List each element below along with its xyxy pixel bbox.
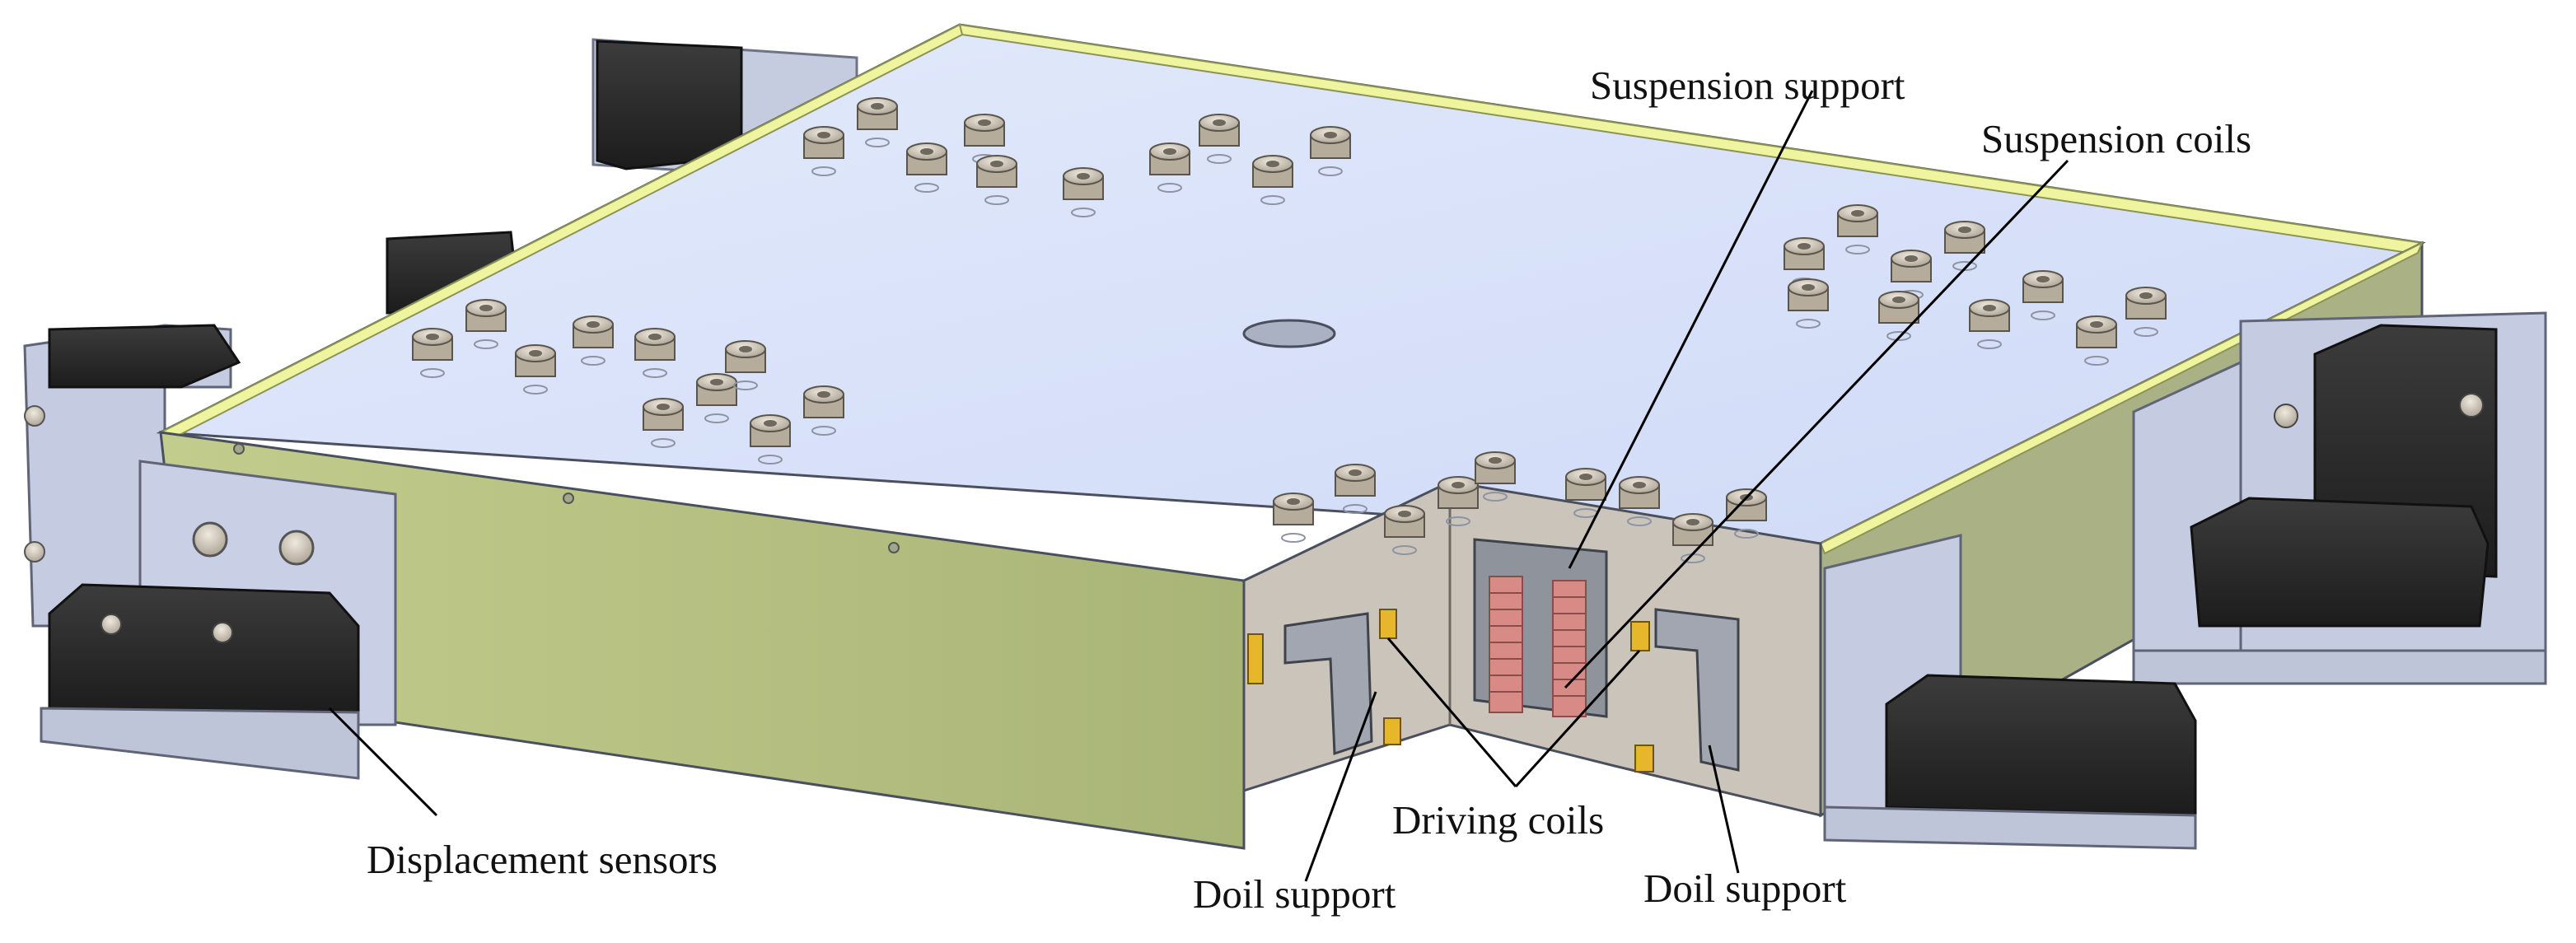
front-left-base	[40, 707, 360, 780]
bolt-icon	[1063, 167, 1104, 217]
bolt-icon	[515, 344, 556, 394]
bolt-icon	[1565, 468, 1606, 518]
bolt-icon	[906, 142, 947, 193]
screw-icon	[192, 521, 228, 558]
bolt-icon	[976, 155, 1017, 205]
bolt-group	[412, 97, 2167, 563]
rivet-icon	[563, 493, 574, 504]
bolt-icon	[725, 340, 766, 390]
center-hole	[1242, 319, 1336, 348]
bolt-icon	[1784, 237, 1825, 287]
label-doil-support-left: Doil support	[1193, 871, 1396, 917]
bolt-icon	[964, 114, 1005, 164]
suspension-coils-shape	[1489, 576, 1587, 717]
bolt-icon	[857, 97, 898, 147]
right-lower-sensor	[2190, 497, 2490, 628]
rivet-icon	[888, 542, 900, 553]
bolt-icon	[1475, 451, 1516, 502]
screw-icon	[278, 530, 315, 566]
leader-driving-coils-left	[1386, 637, 1517, 787]
screw-icon	[212, 622, 233, 643]
driving-coil-shape	[1630, 621, 1650, 651]
bolt-icon	[803, 385, 844, 436]
bolt-icon	[1149, 142, 1190, 193]
screw-icon	[24, 405, 45, 427]
driving-coil-shape	[1634, 745, 1654, 773]
bolt-icon	[465, 299, 507, 349]
bolt-icon	[1944, 221, 1985, 271]
bolt-icon	[750, 414, 791, 464]
left-top-sensor	[48, 324, 241, 389]
front-right-base	[1823, 805, 2197, 850]
doil-support-left-shape	[1283, 612, 1373, 756]
screw-icon	[24, 541, 45, 563]
bolt-icon	[1310, 126, 1351, 176]
leader-driving-coils-right	[1514, 649, 1641, 788]
bolt-icon	[1878, 291, 1919, 341]
bolt-icon	[634, 328, 676, 378]
label-suspension-coils: Suspension coils	[1981, 116, 2251, 161]
front-left-sensor	[48, 583, 360, 714]
leader-doil-support-left	[1304, 691, 1377, 882]
bolt-icon	[696, 373, 737, 423]
front-left-sensor-group	[40, 460, 397, 780]
bolt-icon	[1273, 493, 1314, 543]
label-driving-coils: Driving coils	[1392, 797, 1604, 843]
leader-doil-support-right	[1708, 745, 1740, 874]
back-sensor	[596, 40, 743, 170]
driving-coil-shape	[1383, 717, 1401, 745]
front-right-sensor	[1885, 674, 2197, 817]
bolt-icon	[573, 315, 614, 366]
bolt-icon	[1438, 476, 1479, 526]
bolt-icon	[1969, 299, 2010, 349]
bolt-icon	[1335, 464, 1376, 514]
leader-suspension-coils	[1564, 159, 2069, 689]
bolt-icon	[1252, 155, 1293, 205]
screw-icon	[101, 614, 122, 635]
bolt-icon	[1619, 476, 1660, 526]
rivet-icon	[233, 443, 245, 455]
driving-coil-shape	[1247, 633, 1264, 684]
leader-displacement-sensors	[328, 707, 438, 817]
left-mount	[23, 324, 241, 628]
right-base	[2132, 649, 2547, 685]
bolt-icon	[2022, 270, 2064, 320]
bolt-icon	[1837, 204, 1878, 254]
right-mount	[1823, 311, 2547, 850]
label-displacement-sensors: Displacement sensors	[367, 837, 718, 882]
label-suspension-support: Suspension support	[1590, 63, 1905, 108]
leader-suspension-support	[1568, 90, 1814, 569]
bolt-icon	[2076, 315, 2117, 366]
back-sensor-group	[386, 38, 858, 315]
screw-icon	[2274, 404, 2298, 428]
bolt-icon	[412, 328, 453, 378]
driving-coil-shape	[1379, 609, 1397, 639]
bolt-icon	[1788, 278, 1829, 329]
label-doil-support-right: Doil support	[1643, 866, 1847, 911]
bolt-icon	[643, 398, 684, 448]
bolt-icon	[2125, 287, 2167, 337]
bolt-icon	[1384, 505, 1425, 555]
leader-lines	[328, 90, 2069, 882]
bolt-icon	[803, 126, 844, 176]
doil-support-right-shape	[1654, 608, 1740, 772]
bolt-icon	[1891, 250, 1932, 300]
cutaway-section	[1242, 480, 1822, 817]
screw-icon	[2459, 393, 2484, 418]
bolt-icon	[1199, 114, 1240, 164]
